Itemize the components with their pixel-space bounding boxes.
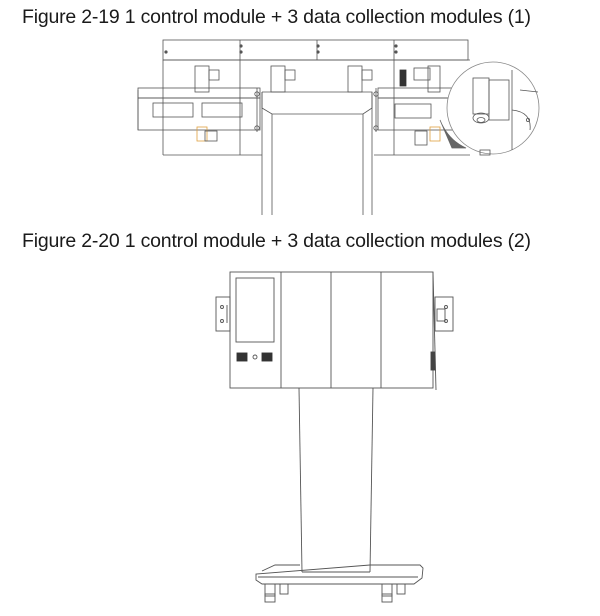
figure-2-20-illustration (0, 262, 600, 616)
figure-2-19-illustration (0, 36, 600, 218)
figure-2-20-caption: Figure 2-20 1 control module + 3 data co… (22, 230, 531, 252)
figure-2-19-caption: Figure 2-19 1 control module + 3 data co… (22, 6, 531, 28)
